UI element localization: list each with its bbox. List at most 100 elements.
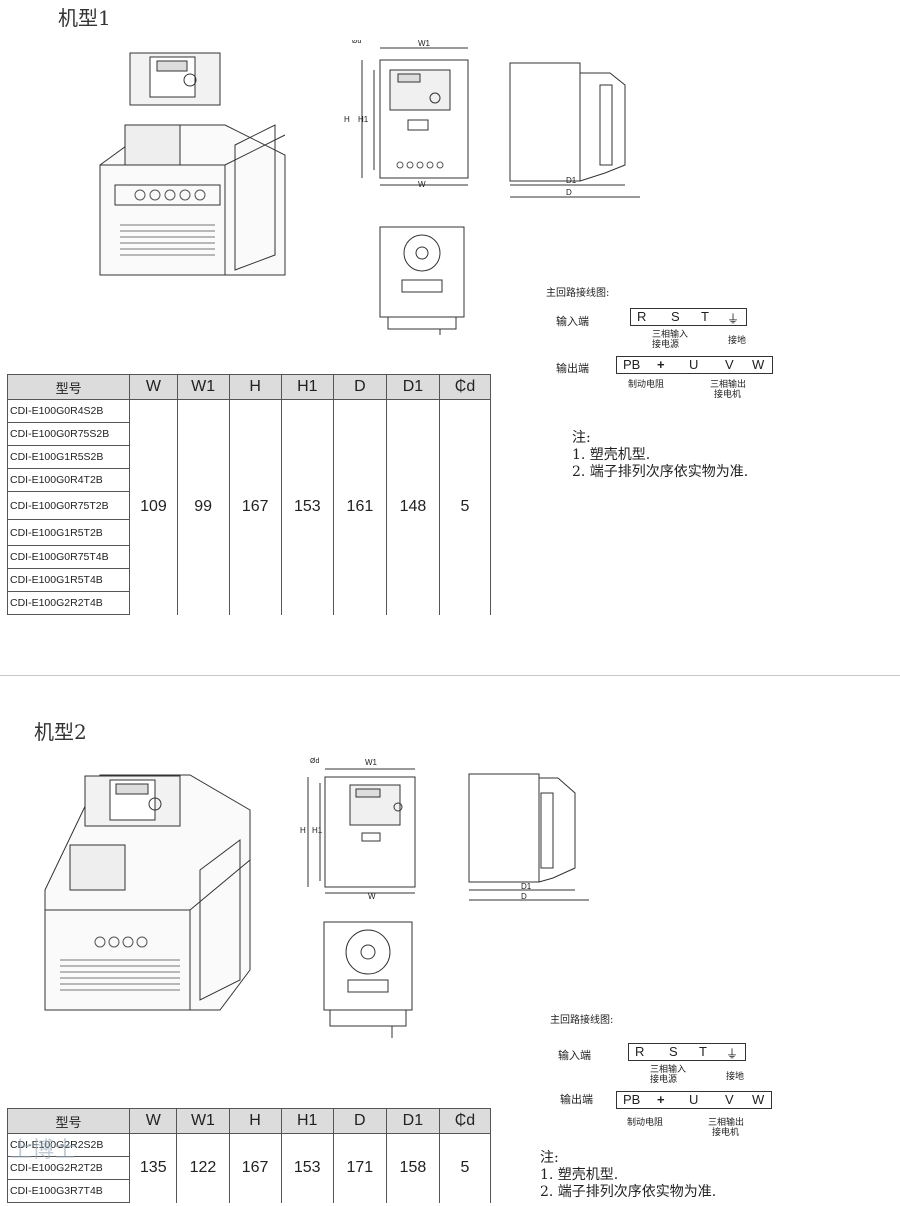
wiring-title-1: 主回路接线图: [546,288,610,299]
col-header: D1 [385,1108,440,1134]
spec-table-2: 型号 W W1 H H1 D D1 ₵d CDI-E100G2R2S2B 135… [6,1108,492,1203]
note-line-2: 2. 端子排列次序依实物为准. [540,1184,717,1200]
dim-h1-label: H1 [358,115,369,124]
terminal-plus: + [657,1092,665,1107]
model-cell: CDI-E100G0R4S2B [6,399,131,423]
col-header: 型号 [6,1108,131,1134]
ground-note-1: 接地 [728,336,747,346]
terminal-u: U [689,357,699,372]
input-terminal-box-1: R S T ⏚ [630,308,747,326]
model-cell: CDI-E100G2R2T2B [6,1156,131,1180]
dim-w-label: W [418,180,426,189]
model-cell: CDI-E100G0R75T2B [6,491,131,520]
table-row: CDI-E100G0R75T2B [6,491,491,520]
dim-od-label-2: Ød [310,758,319,765]
terminal-s: S [671,309,680,324]
dim-d1-label: D1 [566,176,577,185]
model-cell: CDI-E100G1R5S2B [6,445,131,469]
ground-icon: ⏚ [726,1047,739,1061]
dim-w1-label: W1 [418,40,431,48]
section-divider [0,675,900,676]
input-note-1b: 接电源 [652,340,680,350]
value-cell: 153 [280,1133,334,1203]
input-terminal-box-2: R S T ⏚ [628,1043,746,1061]
model-cell: CDI-E100G2R2S2B [6,1133,131,1157]
value-cell: 5 [439,399,491,615]
value-cell: 109 [129,399,178,615]
terminal-pb: PB [623,357,641,372]
model-cell: CDI-E100G1R5T4B [6,568,131,592]
terminal-r: R [635,1044,645,1059]
notes-block-1: 注: 1. 塑壳机型. 2. 端子排列次序依实物为准. [572,430,748,481]
col-header: H [228,374,282,400]
input-label-1: 输入端 [556,315,589,328]
value-cell: 135 [129,1133,178,1203]
bottom-view-drawing-1 [379,226,465,335]
drive-isometric-drawing-2 [44,774,251,1011]
output-note-1b: 接电机 [714,390,742,400]
col-header: W [129,1108,178,1134]
output-note-2b: 接电机 [712,1128,740,1138]
col-header: 型号 [6,374,131,400]
col-header: W1 [176,374,230,400]
dim-d-label: D [566,188,572,197]
output-note-1a: 三相输出 [710,380,747,390]
model-cell: CDI-E100G3R7T4B [6,1179,131,1203]
input-note-2a: 三相输入 [650,1065,687,1075]
col-header: H [228,1108,282,1134]
value-cell: 99 [176,399,230,615]
input-note-1a: 三相输入 [652,330,689,340]
watermark-logo: 上博士 [10,1138,77,1163]
col-header: H1 [280,374,334,400]
table-row: CDI-E100G0R75S2B [6,422,491,446]
input-note-2b: 接电源 [650,1075,678,1085]
model-cell: CDI-E100G0R75S2B [6,422,131,446]
dim-h-label-2: H [300,826,306,835]
output-label-1: 输出端 [556,362,589,375]
col-header: D1 [385,374,441,400]
dim-w-label-2: W [368,892,376,900]
side-view-drawing-2: D1 D [468,773,589,901]
dim-h1-label-2: H1 [312,826,323,835]
terminal-s: S [669,1044,678,1059]
section2-title: 机型2 [34,720,87,744]
wiring-title-2: 主回路接线图: [550,1015,614,1026]
value-cell: 153 [280,399,334,615]
terminal-w: W [752,1092,765,1107]
value-cell: 171 [332,1133,387,1203]
model-cell: CDI-E100G2R2T4B [6,591,131,615]
table-row: CDI-E100G1R5T2B [6,519,491,546]
note-line-1: 1. 塑壳机型. [572,447,651,463]
model-cell: CDI-E100G0R4T2B [6,468,131,492]
terminal-t: T [701,309,709,324]
value-cell: 167 [228,399,282,615]
input-label-2: 输入端 [558,1049,591,1062]
section1-title: 机型1 [58,6,111,30]
note-line-1: 1. 塑壳机型. [540,1167,619,1183]
dim-od-label: Ød [352,40,361,45]
terminal-u: U [689,1092,699,1107]
table-row: CDI-E100G2R2S2B 135 122 167 153 171 158 … [6,1133,492,1203]
note-line-2: 2. 端子排列次序依实物为准. [572,464,749,480]
value-cell: 161 [332,399,387,615]
table-header-row: 型号 W W1 H H1 D D1 ₵d [6,374,491,400]
ground-note-2: 接地 [726,1072,745,1082]
model-cell: CDI-E100G1R5T2B [6,519,131,546]
value-cell: 158 [385,1133,440,1203]
terminal-t: T [699,1044,707,1059]
table-row: CDI-E100G3R7T4B [6,1179,491,1203]
drive-isometric-drawing-1 [99,52,286,276]
terminal-w: W [752,357,765,372]
value-cell: 148 [385,399,441,615]
value-cell: 122 [176,1133,230,1203]
spec-table-1: 型号 W W1 H H1 D D1 ₵d CDI-E100G0R4S2B 109… [6,374,491,615]
front-view-drawing-1: W1 Ød H H1 W [344,40,469,189]
terminal-v: V [725,1092,734,1107]
bottom-view-drawing-2 [323,921,413,1038]
ground-icon: ⏚ [727,312,740,326]
table-row: CDI-E100G0R75T4B [6,545,491,569]
value-cell: 5 [438,1133,492,1203]
front-view-drawing-2: W1 Ød H H1 W [300,758,416,900]
output-note-2a: 三相输出 [708,1118,745,1128]
col-header: D [332,374,387,400]
